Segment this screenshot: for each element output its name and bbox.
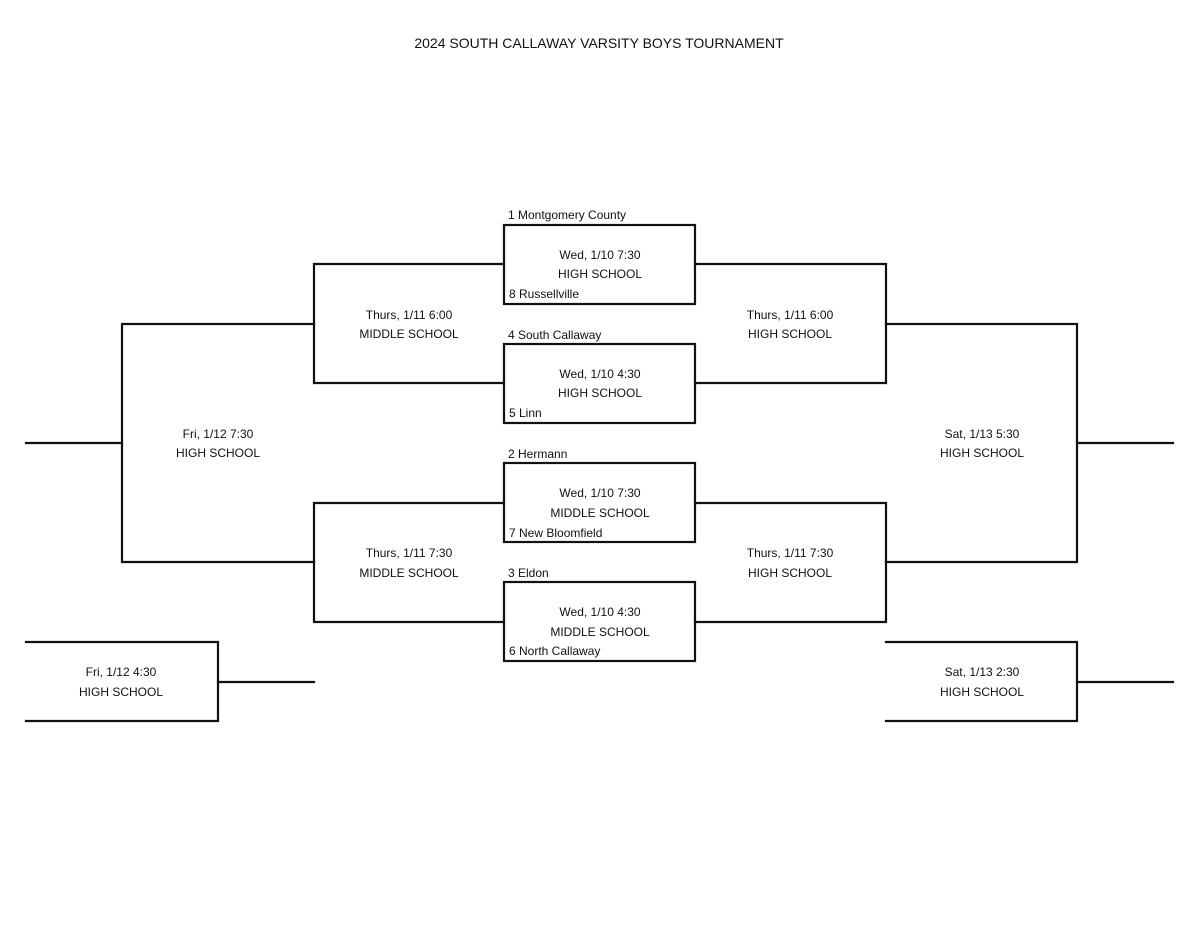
team-label: 7 New Bloomfield bbox=[509, 526, 603, 540]
right-semi-top-bracket bbox=[693, 262, 888, 385]
game-venue: HIGH SCHOOL bbox=[175, 446, 261, 460]
team-label: 1 Montgomery County bbox=[508, 208, 627, 222]
right-consolation-box bbox=[884, 640, 1079, 723]
game-date: Thurs, 1/11 7:30 bbox=[746, 546, 834, 560]
game-venue: MIDDLE SCHOOL bbox=[550, 625, 650, 639]
team-label: 8 Russellville bbox=[509, 287, 580, 301]
game-venue: HIGH SCHOOL bbox=[747, 566, 833, 580]
game-date: Fri, 1/12 4:30 bbox=[85, 665, 157, 679]
left-semi-bottom-bracket bbox=[312, 501, 506, 624]
game-date: Thurs, 1/11 7:30 bbox=[365, 546, 453, 560]
game-venue: MIDDLE SCHOOL bbox=[359, 566, 459, 580]
game-venue: MIDDLE SCHOOL bbox=[359, 327, 459, 341]
game-date: Thurs, 1/11 6:00 bbox=[365, 308, 453, 322]
game-venue: HIGH SCHOOL bbox=[939, 446, 1025, 460]
game-venue: MIDDLE SCHOOL bbox=[550, 506, 650, 520]
game-date: Fri, 1/12 7:30 bbox=[182, 427, 254, 441]
game-venue: HIGH SCHOOL bbox=[557, 267, 643, 281]
right-semi-bottom-bracket bbox=[693, 501, 888, 624]
game-date: Sat, 1/13 5:30 bbox=[944, 427, 1020, 441]
game-date: Wed, 1/10 7:30 bbox=[559, 486, 641, 500]
game-date: Wed, 1/10 7:30 bbox=[559, 248, 641, 262]
left-consolation-bracket bbox=[24, 640, 220, 723]
game-venue: HIGH SCHOOL bbox=[747, 327, 833, 341]
game-venue: HIGH SCHOOL bbox=[557, 386, 643, 400]
game-date: Wed, 1/10 4:30 bbox=[559, 367, 641, 381]
game-date: Wed, 1/10 4:30 bbox=[559, 605, 641, 619]
page-title: 2024 SOUTH CALLAWAY VARSITY BOYS TOURNAM… bbox=[414, 35, 784, 51]
right-final-bracket bbox=[884, 322, 1079, 564]
team-label: 4 South Callaway bbox=[508, 328, 602, 342]
game-date: Thurs, 1/11 6:00 bbox=[746, 308, 834, 322]
team-label: 2 Hermann bbox=[508, 447, 568, 461]
team-label: 3 Eldon bbox=[508, 566, 549, 580]
game-venue: HIGH SCHOOL bbox=[939, 685, 1025, 699]
left-semi-top-bracket bbox=[312, 262, 506, 385]
left-final-bracket bbox=[120, 322, 316, 564]
game-date: Sat, 1/13 2:30 bbox=[944, 665, 1020, 679]
team-label: 5 Linn bbox=[509, 406, 542, 420]
team-label: 6 North Callaway bbox=[509, 644, 601, 658]
game-venue: HIGH SCHOOL bbox=[78, 685, 164, 699]
